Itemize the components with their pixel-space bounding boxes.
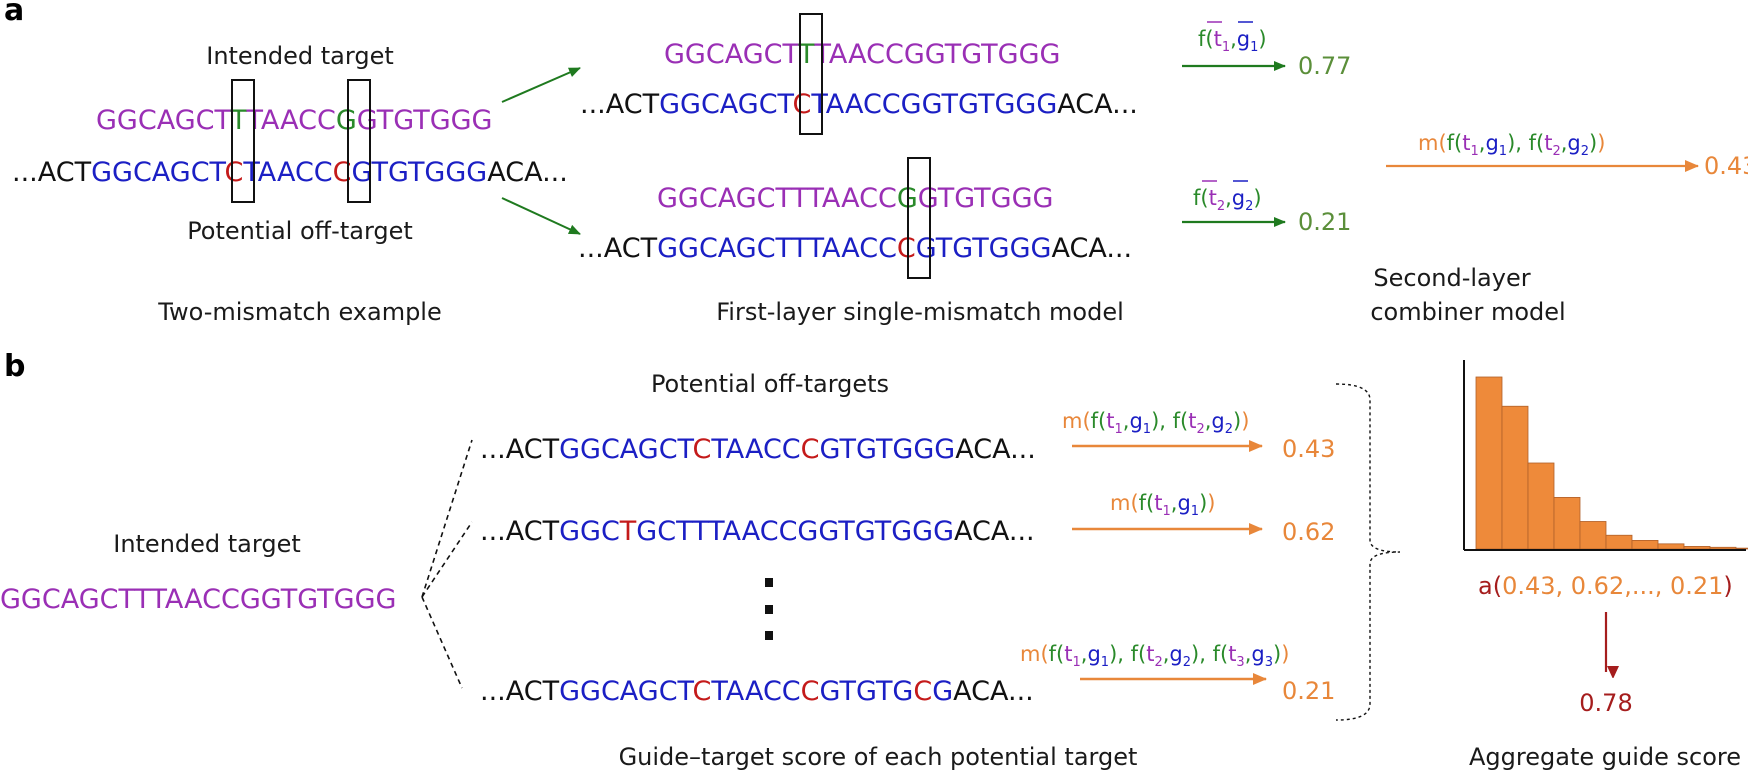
score-0-77: 0.77 (1298, 52, 1351, 80)
histogram-bar (1553, 496, 1581, 550)
intended-target-seq-b: GGCAGCTTTAACCGGTGTGGG (0, 584, 396, 615)
f-t1-g1-formula: f(t1,g1) (1198, 27, 1267, 55)
histogram-bar (1501, 405, 1529, 550)
row-1-score: 0.43 (1282, 435, 1335, 463)
two-mismatch-guide-seq: GGCAGCTTTAACCGGTGTGGG (96, 105, 492, 136)
split-arrow-up (501, 67, 581, 103)
caption-guide-target-score: Guide–target score of each potential tar… (619, 743, 1138, 771)
single-mismatch-2-guide-seq: GGCAGCTTTAACCGGTGTGGG (657, 183, 1053, 214)
aggregate-score: 0.78 (1579, 689, 1632, 717)
panel-a-label: a (4, 0, 24, 28)
histogram (1475, 376, 1748, 550)
fan-line-2 (421, 521, 473, 598)
mismatch-box-2 (347, 79, 371, 203)
panel-b-label: b (4, 349, 25, 384)
f-t2-g2-formula: f(t2,g2) (1193, 186, 1262, 214)
mismatch-box-1 (231, 79, 255, 203)
caption-two-mismatch: Two-mismatch example (157, 298, 442, 326)
off-target-row-1-seq: ...ACTGGCAGCTCTAACCCGTGTGGGACA... (480, 434, 1036, 465)
ellipsis-dot-2 (765, 605, 773, 614)
mismatch-1-box (799, 13, 823, 135)
combiner-formula-row-1: m(f(t1,g1), f(t2,g2)) (1062, 409, 1249, 437)
single-mismatch-1-guide-seq: GGCAGCTTTAACCGGTGTGGG (664, 39, 1060, 70)
aggregate-expression: a(0.43, 0.62,..., 0.21) (1478, 572, 1733, 600)
combiner-formula-row-2: m(f(t1,g1)) (1110, 491, 1215, 519)
histogram-bar (1709, 546, 1737, 550)
off-target-row-2-seq: ...ACTGGCTGCTTTAACCGGTGTGGGACA... (480, 516, 1035, 547)
row-3-score: 0.21 (1282, 677, 1335, 705)
histogram-bar (1631, 540, 1659, 550)
histogram-bar (1605, 534, 1633, 550)
histogram-bar (1579, 521, 1607, 550)
potential-off-targets-label: Potential off-targets (651, 370, 889, 398)
caption-first-layer: First-layer single-mismatch model (716, 298, 1124, 326)
fan-line-3 (421, 596, 463, 689)
single-mismatch-2-target-seq: ...ACTGGCAGCTTTAACCCGTGTGGGACA... (578, 233, 1132, 264)
single-mismatch-1-target-seq: ...ACTGGCAGCTCTAACCGGTGTGGGACA... (580, 89, 1138, 120)
histogram-bar (1735, 547, 1748, 550)
combiner-formula-a: m(f(t1,g1), f(t2,g2)) (1418, 131, 1605, 159)
intended-target-label-a: Intended target (206, 42, 394, 70)
split-arrow-down (501, 197, 581, 235)
histogram-bar (1475, 376, 1503, 550)
histogram-bar (1527, 462, 1555, 550)
row-2-score: 0.62 (1282, 518, 1335, 546)
intended-target-label-b: Intended target (113, 530, 301, 558)
histogram-bar (1683, 546, 1711, 550)
combiner-formula-row-3: m(f(t1,g1), f(t2,g2), f(t3,g3)) (1020, 642, 1289, 670)
dashed-bracket (1335, 383, 1401, 721)
two-mismatch-target-seq: ...ACTGGCAGCTCTAACCCGTGTGGGACA... (12, 157, 568, 188)
caption-second-layer-2: combiner model (1370, 298, 1565, 326)
caption-aggregate: Aggregate guide score (1469, 743, 1741, 771)
off-target-label-a: Potential off-target (187, 217, 413, 245)
mismatch-2-box (907, 157, 931, 279)
ellipsis-dot-3 (765, 631, 773, 640)
score-0-21: 0.21 (1298, 208, 1351, 236)
caption-second-layer-1: Second-layer (1373, 264, 1530, 292)
combined-score-0-43: 0.43 (1704, 152, 1748, 180)
ellipsis-dot-1 (765, 578, 773, 587)
histogram-bar (1657, 543, 1685, 550)
off-target-row-3-seq: ...ACTGGCAGCTCTAACCCGTGTGCGACA... (480, 676, 1034, 707)
fan-line-1 (421, 439, 473, 598)
